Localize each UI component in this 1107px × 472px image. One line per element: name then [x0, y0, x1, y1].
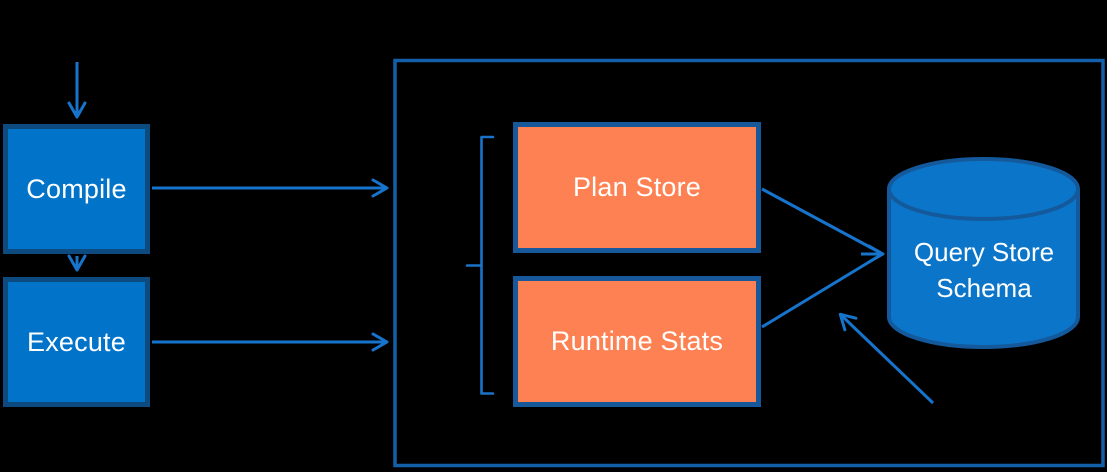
node-runtime-stats: Runtime Stats: [513, 276, 761, 407]
line-runtime-stats-to-schema: [761, 254, 880, 329]
database-cylinder-body: [887, 189, 1080, 349]
node-plan-store-label: Plan Store: [572, 172, 702, 202]
node-execute: Execute: [3, 277, 150, 407]
node-plan-store: Plan Store: [513, 122, 761, 253]
node-query-store-schema-label: Query Store Schema: [913, 237, 1055, 303]
database-cylinder-top: [887, 157, 1080, 221]
annotation-arrow-bottom-right: [838, 312, 935, 405]
group-bracket: [480, 135, 495, 395]
line-plan-store-to-schema: [761, 187, 880, 254]
query-store-container-box: [393, 58, 1105, 468]
node-runtime-stats-label: Runtime Stats: [550, 326, 724, 356]
node-compile: Compile: [3, 124, 150, 254]
node-execute-label: Execute: [27, 326, 126, 357]
node-compile-label: Compile: [26, 173, 127, 204]
